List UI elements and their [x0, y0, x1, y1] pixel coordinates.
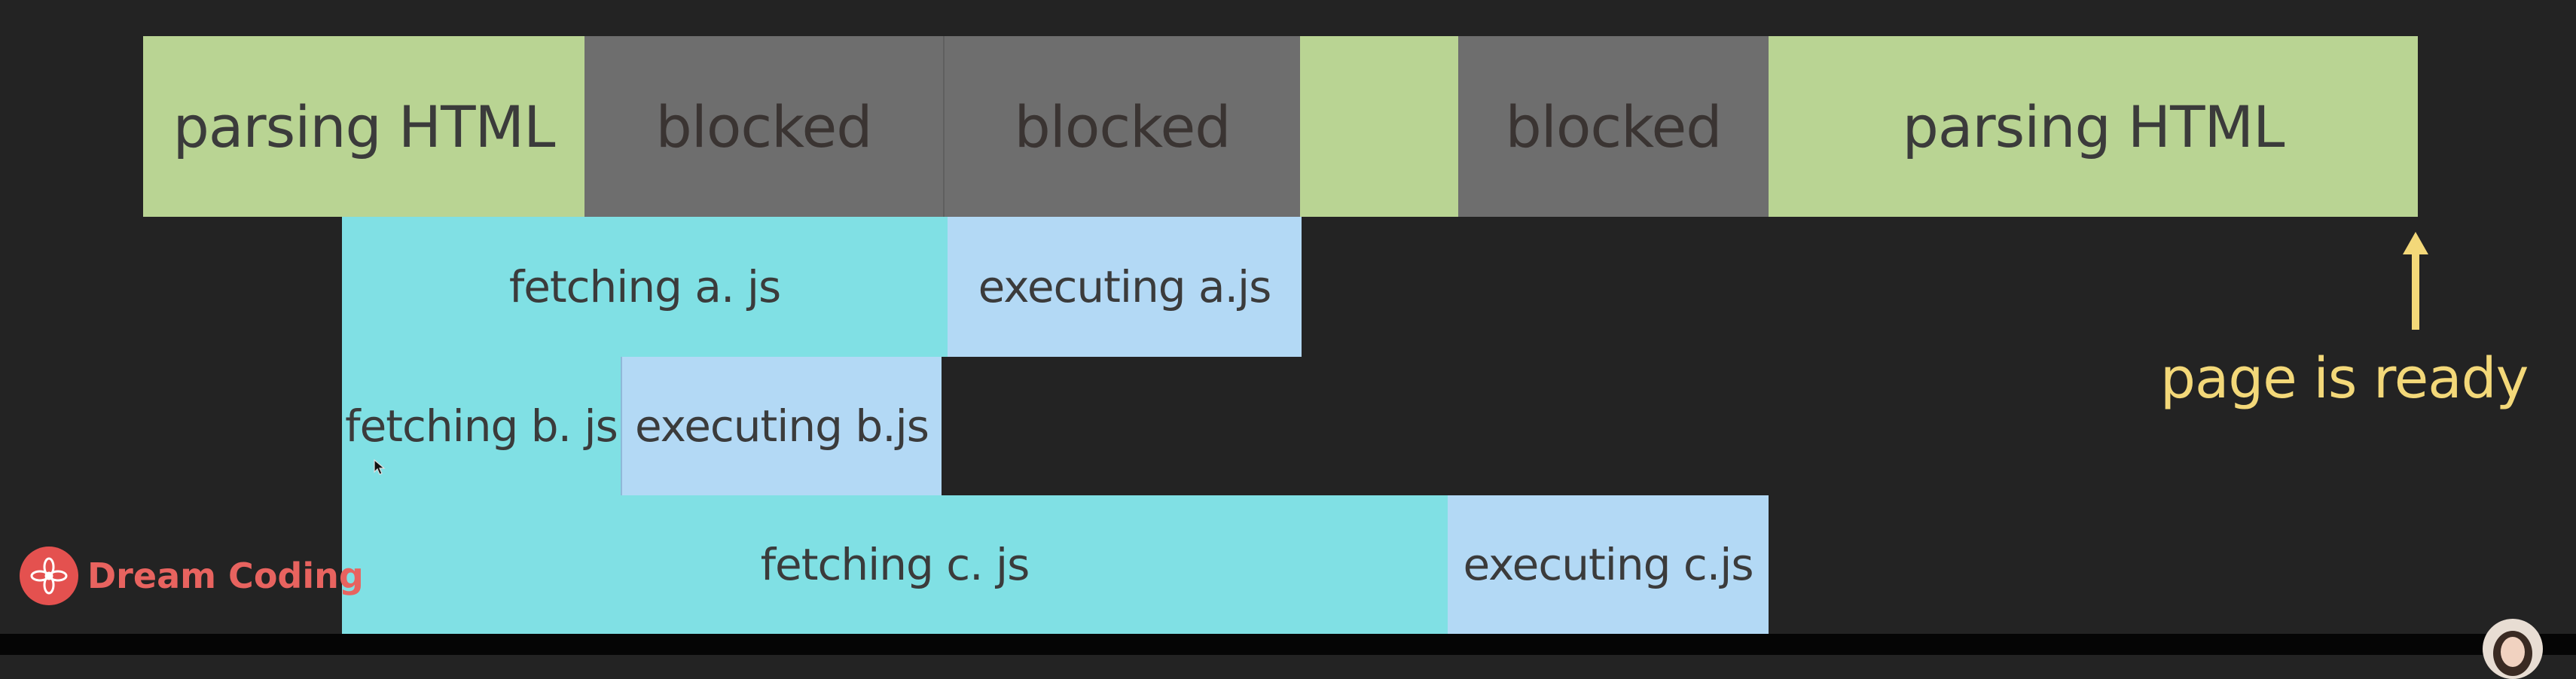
- up-arrow-icon: [2403, 232, 2428, 330]
- dream-coding-logo: Dream Coding: [20, 547, 364, 605]
- flower-icon: [20, 547, 78, 605]
- fetching-c-block: fetching c. js: [342, 495, 1448, 634]
- blocked-label: blocked: [655, 93, 873, 160]
- parsing-html-label: parsing HTML: [1902, 93, 2285, 160]
- fetching-a-block: fetching a. js: [342, 217, 948, 357]
- executing-a-block: executing a.js: [948, 217, 1302, 357]
- fetching-b-label: fetching b. js: [345, 400, 618, 452]
- parsing-html-block: parsing HTML: [1769, 36, 2418, 217]
- parsing-html-block: [1300, 36, 1458, 217]
- logo-text: Dream Coding: [87, 556, 364, 596]
- blocked-label: blocked: [1014, 93, 1232, 160]
- executing-b-label: executing b.js: [635, 400, 929, 452]
- page-ready-label: page is ready: [2160, 346, 2529, 411]
- blocked-label: blocked: [1505, 93, 1723, 160]
- executing-a-label: executing a.js: [978, 261, 1272, 312]
- executing-c-block: executing c.js: [1448, 495, 1769, 634]
- blocked-block: blocked: [584, 36, 943, 217]
- fetching-a-label: fetching a. js: [508, 261, 781, 312]
- bottom-bar: [0, 634, 2576, 655]
- parsing-html-label: parsing HTML: [172, 93, 556, 160]
- fetching-c-label: fetching c. js: [760, 539, 1030, 590]
- blocked-block: blocked: [943, 36, 1300, 217]
- parsing-html-block: parsing HTML: [143, 36, 584, 217]
- executing-b-block: executing b.js: [621, 357, 942, 495]
- executing-c-label: executing c.js: [1463, 539, 1753, 590]
- presenter-avatar: [2483, 619, 2543, 679]
- cursor-icon: [374, 459, 386, 475]
- fetching-b-block: fetching b. js: [342, 357, 621, 495]
- blocked-block: blocked: [1458, 36, 1769, 217]
